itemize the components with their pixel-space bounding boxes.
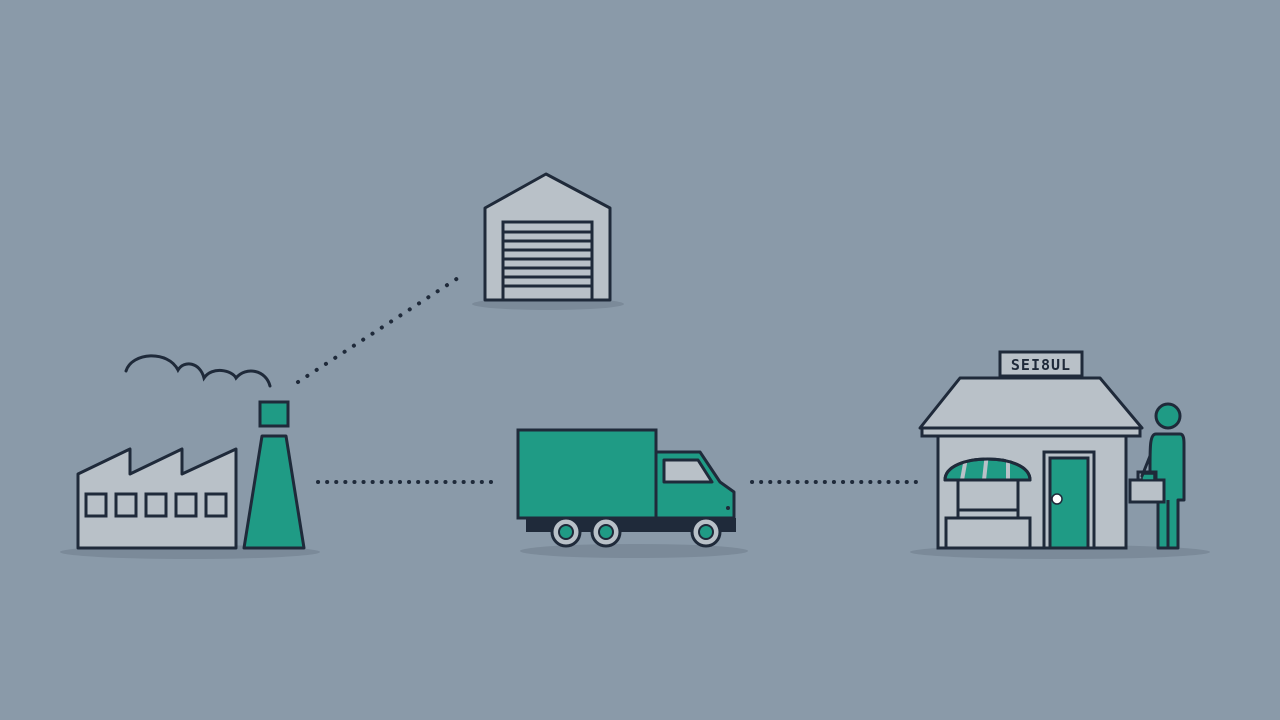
person-icon bbox=[1128, 402, 1186, 550]
retail-store-icon: SEI8UL bbox=[910, 350, 1210, 559]
store-awning-window bbox=[943, 452, 1032, 550]
connector-factory-warehouse bbox=[296, 276, 460, 384]
warehouse-icon bbox=[472, 172, 624, 310]
truck-cab bbox=[654, 450, 736, 520]
warehouse-garage-door bbox=[501, 220, 594, 302]
delivery-truck-icon bbox=[516, 428, 748, 558]
smoke-cloud-icon bbox=[124, 354, 272, 388]
store-sign: SEI8UL bbox=[998, 350, 1084, 378]
factory-windows bbox=[84, 492, 228, 518]
store-door bbox=[1042, 450, 1096, 550]
truck-wheels bbox=[550, 516, 722, 548]
factory-chimney bbox=[242, 400, 306, 550]
factory-icon bbox=[60, 354, 320, 559]
store-sign-text: SEI8UL bbox=[1011, 356, 1071, 374]
